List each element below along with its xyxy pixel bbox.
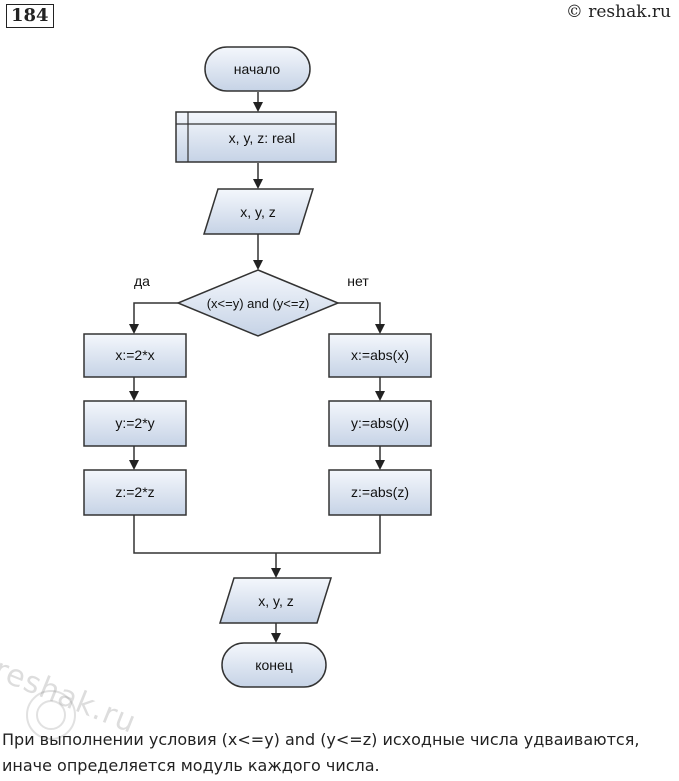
output-label: x, y, z [258,593,294,609]
no-step-2: y:=abs(y) [351,415,409,431]
condition-label: (x<=y) and (y<=z) [207,296,310,311]
merge-line [133,515,381,554]
condition-diamond: (x<=y) and (y<=z) [176,269,340,337]
yes-block-2: y:=2*y [83,400,187,447]
yes-step-2: y:=2*y [115,415,154,431]
arrow-no-branch [338,302,385,334]
no-block-1: x:=abs(x) [328,333,432,378]
no-step-3: z:=abs(z) [351,484,409,500]
declare-label: x, y, z: real [229,130,296,146]
end-terminator: конец [221,642,327,688]
yes-label: да [134,273,150,289]
watermark-ring-inner [36,700,66,730]
explanation-text: При выполнении условия (x<=y) and (y<=z)… [2,730,640,775]
end-label: конец [255,657,293,673]
yes-step-3: z:=2*z [115,484,154,500]
input-parallelogram: x, y, z [202,188,315,235]
output-parallelogram: x, y, z [218,577,333,624]
flowchart: начало x, y, z: real x, y, z (x<=y) and … [83,46,432,688]
yes-step-1: x:=2*x [115,347,154,363]
start-terminator: начало [204,46,311,92]
input-label: x, y, z [240,204,276,220]
no-label: нет [347,273,369,289]
yes-block-1: x:=2*x [83,333,187,378]
no-block-3: z:=abs(z) [328,469,432,516]
arrow-yes-branch [129,302,178,334]
no-block-2: y:=abs(y) [328,400,432,447]
site-credit: © reshak.ru [565,2,671,22]
yes-block-3: z:=2*z [83,469,187,516]
start-label: начало [234,61,281,77]
no-step-1: x:=abs(x) [351,347,409,363]
watermark-ring [26,690,76,740]
problem-number: 184 [6,4,54,28]
declare-block: x, y, z: real [175,111,337,163]
